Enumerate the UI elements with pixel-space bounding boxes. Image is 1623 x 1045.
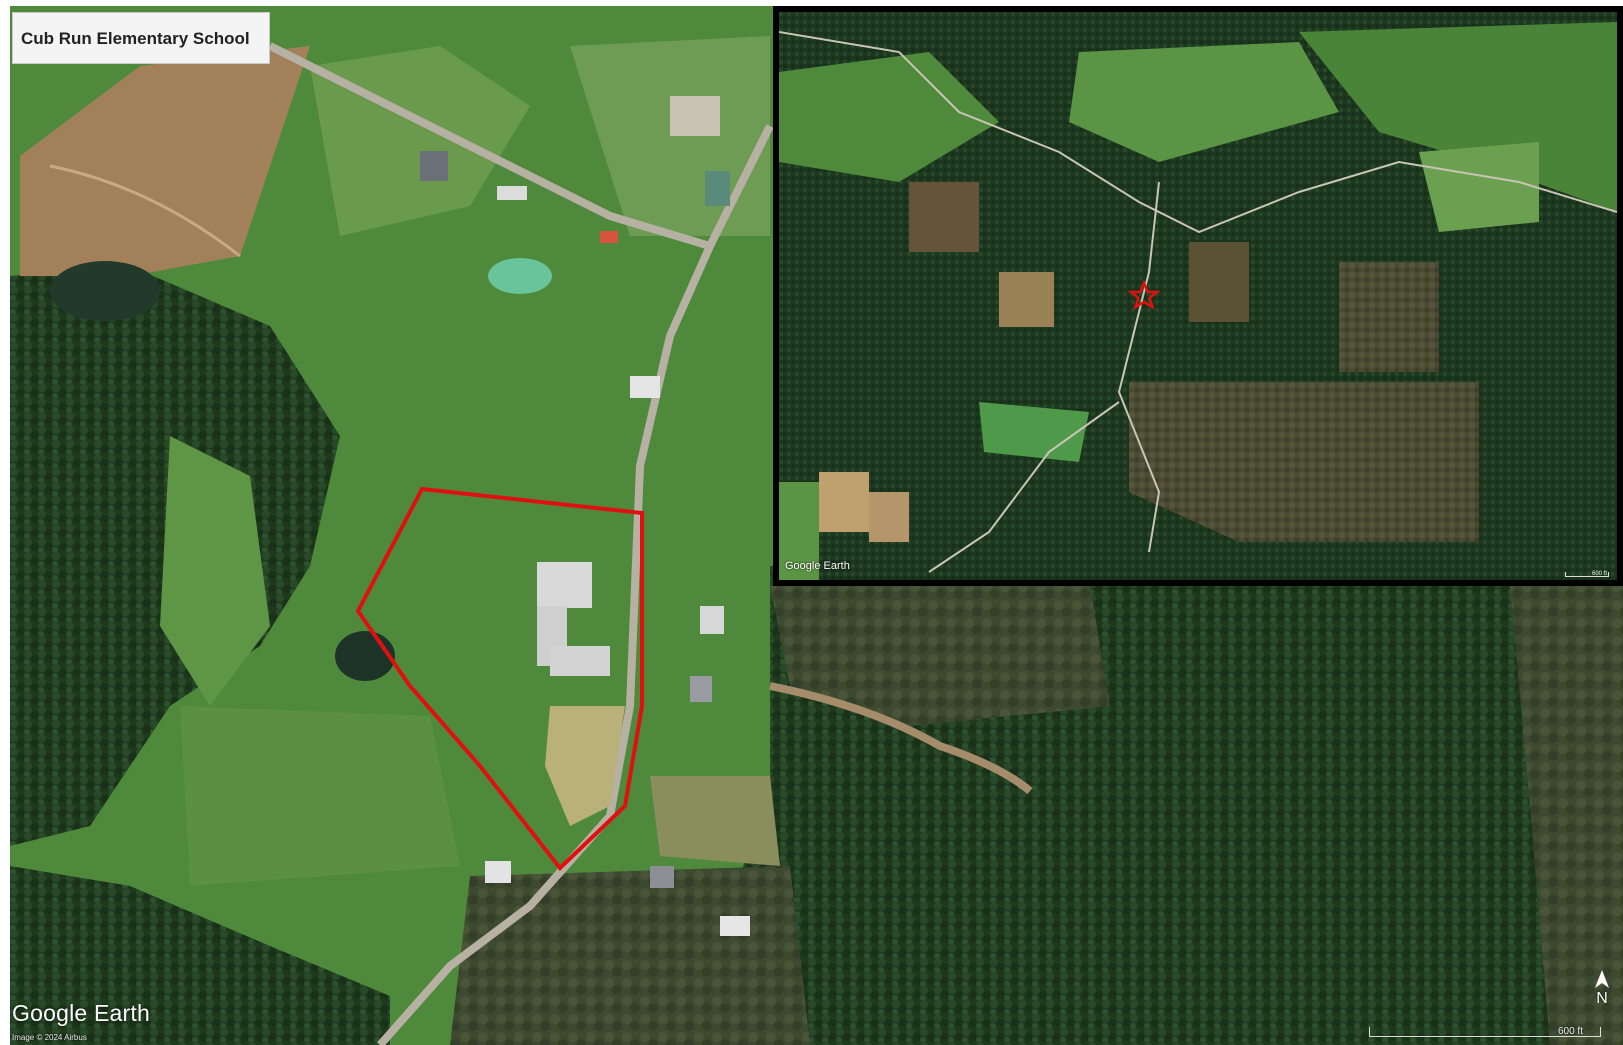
scale-bar: 600 ft [1369, 1023, 1601, 1041]
north-arrow: N [1590, 970, 1614, 1008]
site-boundary [355, 486, 644, 871]
north-arrow-icon [1595, 970, 1609, 988]
inset-scale-label: 600 ft [1591, 571, 1607, 577]
map-title-box: Cub Run Elementary School [12, 12, 270, 64]
google-earth-logo: Google Earth [12, 1000, 150, 1026]
scale-label: 600 ft [1557, 1026, 1583, 1037]
inset-scale-bar: 600 ft [1565, 571, 1609, 579]
inset-attribution: Google Earth [785, 560, 850, 572]
star-icon [1127, 279, 1161, 310]
inset-satellite-map[interactable] [779, 12, 1617, 580]
location-inset: Google Earth 600 ft [773, 6, 1623, 586]
map-title: Cub Run Elementary School [21, 29, 250, 48]
imagery-copyright: Image © 2024 Airbus [12, 1033, 87, 1042]
north-label: N [1596, 990, 1608, 1007]
